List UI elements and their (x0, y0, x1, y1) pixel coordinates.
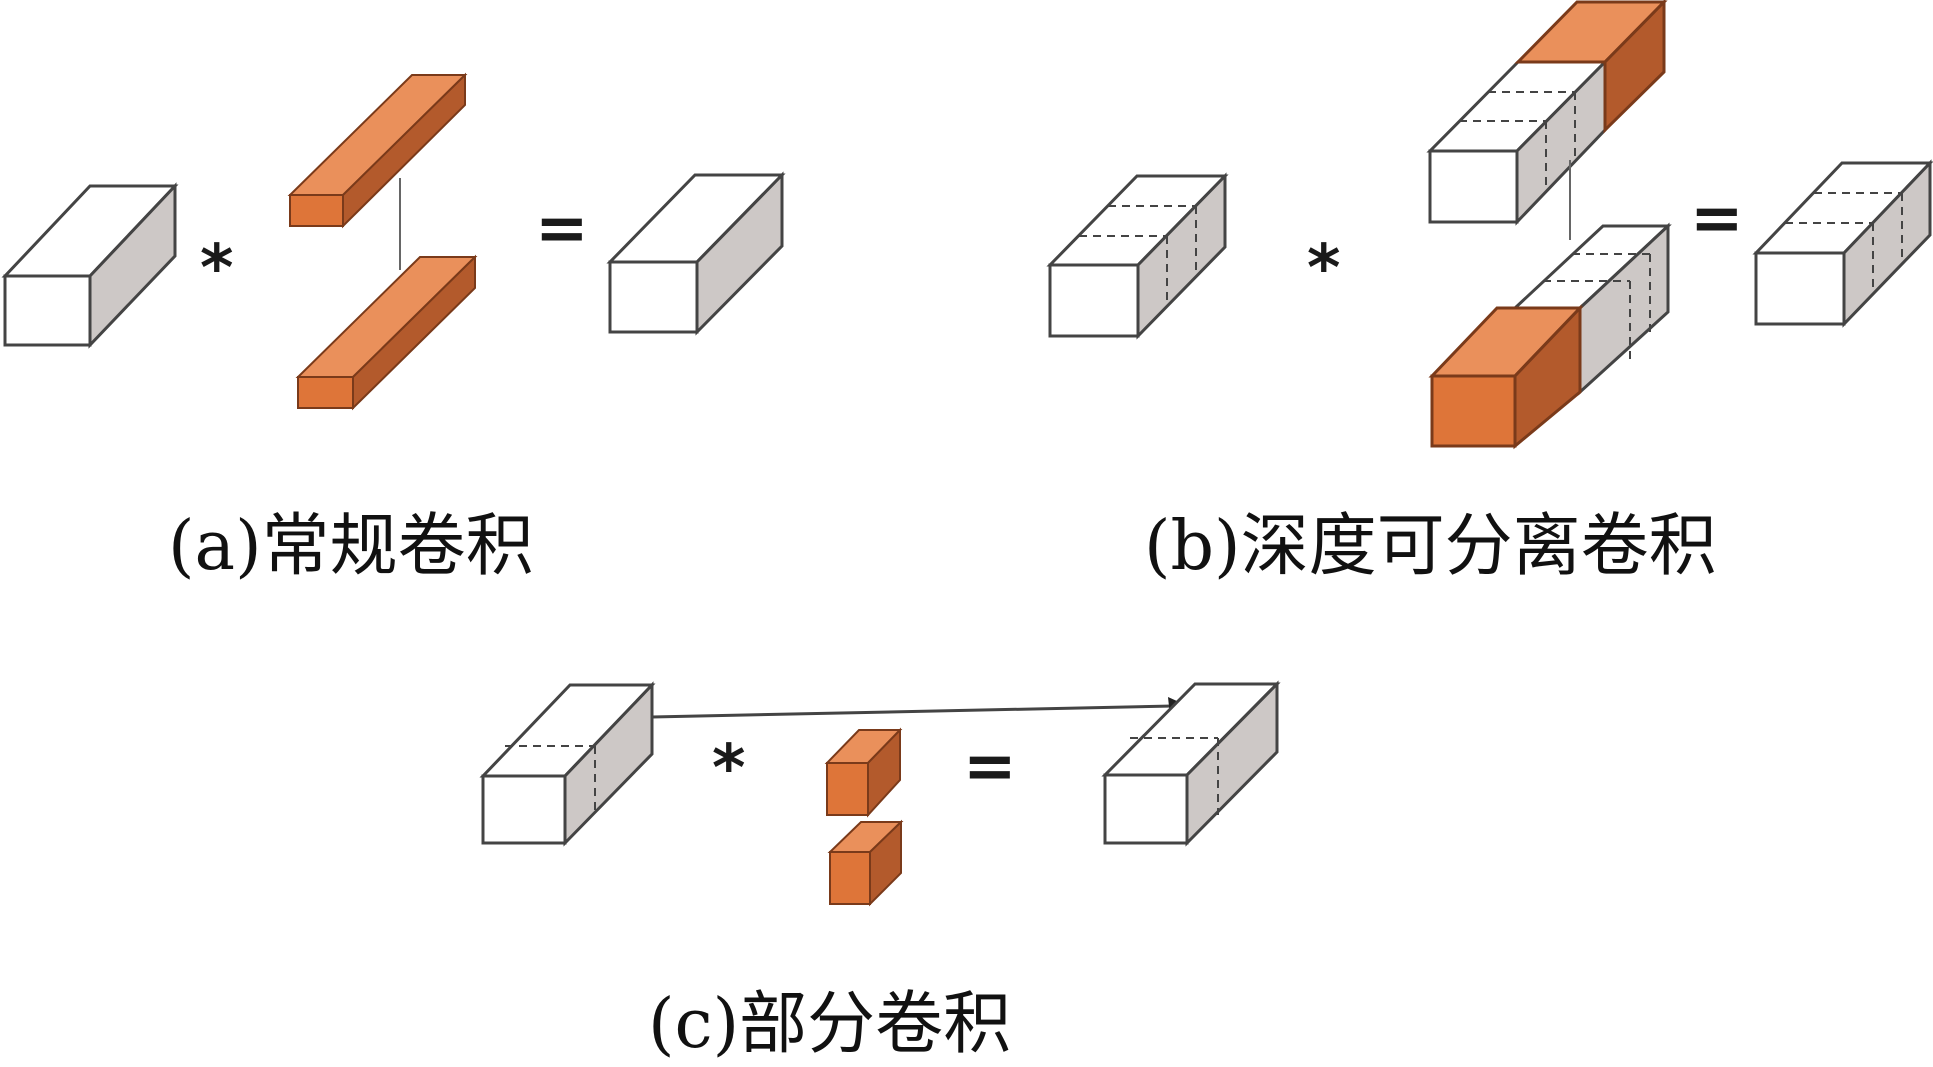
skip-arrow (651, 704, 1174, 719)
multiply-operator: * (1307, 232, 1340, 306)
kernel-stack-top (1426, 0, 1668, 226)
output-feature-block (606, 171, 786, 336)
kernel-stack-bottom (1428, 222, 1672, 450)
kernel-bar-bottom (295, 254, 478, 411)
equals-operator: = (1690, 182, 1744, 256)
equals-operator: = (963, 730, 1017, 804)
caption-partial-convolution: (c)部分卷积 (648, 985, 1012, 1064)
output-feature-block-partial (1101, 680, 1281, 847)
kernel-cube-top (824, 727, 903, 818)
panel-b: * (1046, 0, 1933, 450)
equals-operator: = (535, 192, 589, 266)
panel-a: * = (1, 72, 786, 411)
panel-c: * = (479, 680, 1281, 907)
input-feature-block-partial (479, 681, 656, 847)
input-feature-block (1, 182, 179, 349)
kernel-cube-bottom (827, 819, 904, 907)
multiply-operator: * (200, 232, 233, 306)
output-feature-block-channels (1752, 159, 1933, 328)
caption-depthwise-separable-convolution: (b)深度可分离卷积 (1144, 507, 1717, 586)
multiply-operator: * (712, 732, 745, 806)
caption-regular-convolution: (a)常规卷积 (168, 507, 534, 586)
input-feature-block-channels (1046, 172, 1229, 340)
kernel-bar-top (287, 72, 468, 229)
